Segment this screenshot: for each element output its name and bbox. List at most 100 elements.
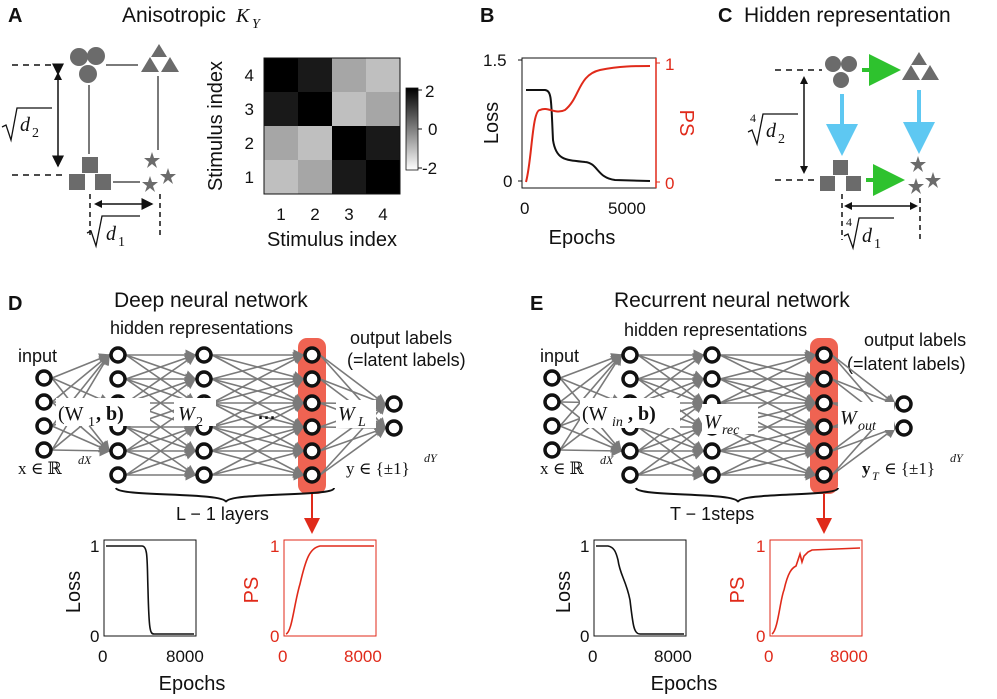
network-edge xyxy=(211,402,305,452)
svg-text:W: W xyxy=(840,407,859,429)
hidden-node xyxy=(303,370,321,388)
svg-text:dX: dX xyxy=(600,453,614,467)
panel-letter-e: E xyxy=(530,293,543,315)
panel-d-w2-label: W 2 xyxy=(174,398,216,430)
panel-e-brace xyxy=(635,487,839,503)
panel-e: E Recurrent neural network hidden repres… xyxy=(530,289,966,695)
network-edge xyxy=(637,354,705,404)
network-edge xyxy=(125,354,197,404)
hidden-node xyxy=(621,370,639,388)
panel-e-title: Recurrent neural network xyxy=(614,289,850,312)
sqrt-d2-label: d 2 xyxy=(1,107,52,143)
svg-text:W: W xyxy=(704,411,723,433)
hidden-node xyxy=(815,466,833,484)
circles-icon xyxy=(70,47,105,83)
network-edge xyxy=(719,354,817,404)
network-edge xyxy=(51,353,111,403)
e-loss-xtick-left: 0 xyxy=(588,647,597,666)
panel-a: A Anisotropic K Y xyxy=(1,4,437,251)
heatmap-cell xyxy=(366,160,400,194)
svg-text:, b): , b) xyxy=(628,403,656,425)
panel-e-output-label-1: output labels xyxy=(864,330,966,350)
hidden-node xyxy=(621,442,639,460)
b-xtick-left: 0 xyxy=(520,199,529,218)
panel-a-title-math-sub: Y xyxy=(252,17,262,32)
panel-e-steps-label: T − 1steps xyxy=(670,504,754,524)
colorbar-tick-mid: 0 xyxy=(428,120,437,139)
hidden-node xyxy=(703,442,721,460)
hidden-node xyxy=(815,394,833,412)
ps-curve xyxy=(525,65,651,183)
network-edge xyxy=(211,426,305,476)
e-loss-frame xyxy=(593,539,687,637)
heatmap-cell xyxy=(332,58,366,92)
hidden-node xyxy=(195,466,213,484)
network-edge xyxy=(637,449,705,476)
heatmap-ylabel: Stimulus index xyxy=(205,61,227,191)
heatmap-cell xyxy=(298,58,332,92)
panel-e-wrec-label: W rec xyxy=(702,404,758,438)
panel-e-x-space: x ∈ ℝ dX xyxy=(540,453,614,478)
panel-a-title: Anisotropic xyxy=(122,4,226,27)
network-edge xyxy=(51,425,111,453)
svg-text:1: 1 xyxy=(118,235,125,250)
hidden-node xyxy=(815,418,833,436)
heatmap-cell xyxy=(298,160,332,194)
triangles-icon xyxy=(141,44,179,72)
panel-b-frame xyxy=(521,57,657,189)
svg-text:out: out xyxy=(858,419,877,434)
b-xtick-right: 5000 xyxy=(608,199,646,218)
e-ps-ytick-top: 1 xyxy=(756,537,765,556)
network-edge xyxy=(719,351,817,380)
heatmap-cell xyxy=(366,58,400,92)
network-edge xyxy=(719,426,817,476)
network-edge xyxy=(319,427,387,476)
output-node xyxy=(385,395,403,413)
d-loss-frame xyxy=(103,539,197,637)
input-node xyxy=(543,393,561,411)
svg-text:2: 2 xyxy=(196,415,203,430)
panel-d-input-label: input xyxy=(18,346,57,366)
d-loss-ytick-bottom: 0 xyxy=(90,627,99,646)
heatmap-cell xyxy=(264,160,298,194)
e-loss-ytick-bottom: 0 xyxy=(580,627,589,646)
network-edge xyxy=(719,447,817,476)
hidden-node xyxy=(815,346,833,364)
svg-text:4: 4 xyxy=(846,215,852,229)
panel-d-hidden-label: hidden representations xyxy=(110,318,293,338)
svg-text:W: W xyxy=(178,403,197,425)
d-ps-frame xyxy=(283,539,377,637)
colorbar-tick-top: 2 xyxy=(425,82,434,101)
svg-text:(W: (W xyxy=(582,403,608,425)
e-ps-frame xyxy=(769,539,863,637)
svg-text:d: d xyxy=(766,120,777,142)
network-edge xyxy=(637,426,705,476)
svg-text:dY: dY xyxy=(950,451,964,465)
hidden-node xyxy=(621,346,639,364)
heatmap-xtick: 2 xyxy=(310,205,319,224)
hidden-node xyxy=(815,370,833,388)
input-node xyxy=(35,417,53,435)
heatmap-ytick: 4 xyxy=(245,66,254,85)
heatmap-cell xyxy=(264,92,298,126)
squares-icon xyxy=(820,160,861,191)
e-loss-xtick-right: 8000 xyxy=(654,647,692,666)
network-edge xyxy=(125,424,197,452)
d-loss-xtick-right: 8000 xyxy=(166,647,204,666)
d-loss-curve xyxy=(106,545,194,635)
svg-text:rec: rec xyxy=(722,423,740,438)
panel-c: C Hidden representation xyxy=(718,4,951,252)
network-edge xyxy=(719,375,817,404)
panel-d-brace xyxy=(115,487,335,503)
hidden-node xyxy=(195,442,213,460)
output-node xyxy=(385,419,403,437)
output-node xyxy=(895,419,913,437)
heatmap-ytick: 1 xyxy=(245,168,254,187)
b-ylabel-left: Loss xyxy=(481,102,503,144)
heatmap-cell xyxy=(332,160,366,194)
panel-d-wl-label: W L xyxy=(336,400,376,430)
input-node xyxy=(543,417,561,435)
panel-a-title-math: K xyxy=(235,5,251,27)
hidden-node xyxy=(621,466,639,484)
